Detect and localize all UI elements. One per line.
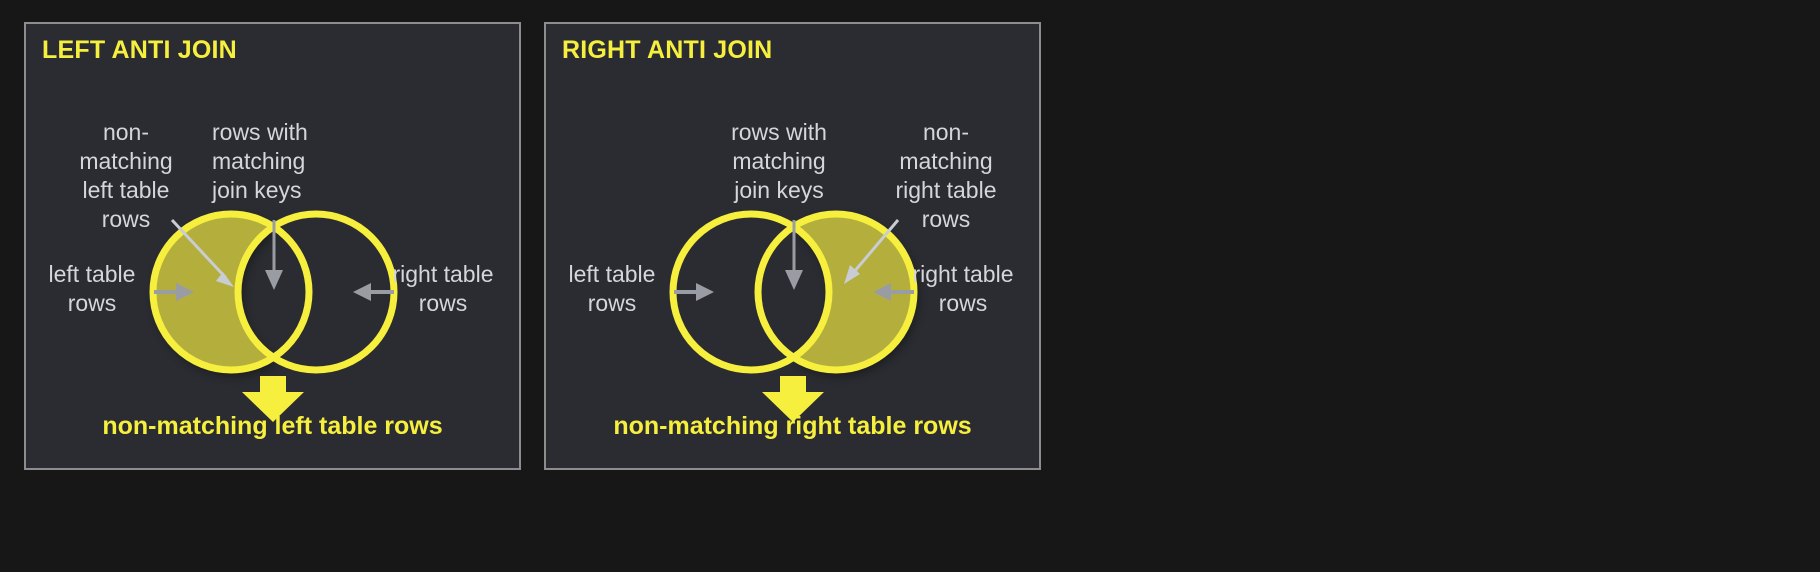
panel-caption: non-matching left table rows (102, 412, 443, 440)
label-right-table-rows: right table rows (392, 261, 494, 316)
panel-title: RIGHT ANTI JOIN (562, 36, 773, 64)
arrow-left-table (154, 283, 194, 301)
left-table-circle (669, 210, 833, 374)
left-table-circle (149, 210, 313, 374)
label-left-table-rows: left table rows (48, 261, 136, 316)
panel-right-anti-join: RIGHT ANTI JOIN (544, 22, 1041, 470)
panel-left-anti-join: LEFT ANTI JOIN (24, 22, 521, 470)
arrow-left-table (674, 283, 714, 301)
right-table-circle (234, 210, 398, 374)
leader-matching-keys (265, 220, 283, 290)
label-non-matching-right-rows: non- matching right table rows (895, 119, 997, 232)
panel-title: LEFT ANTI JOIN (42, 36, 237, 64)
label-right-table-rows: right table rows (912, 261, 1014, 316)
right-table-circle (754, 210, 918, 374)
label-non-matching-left-rows: non- matching left table rows (79, 119, 173, 232)
leader-matching-keys (785, 220, 803, 290)
venn-diagram-left (136, 204, 398, 422)
panel-caption: non-matching right table rows (613, 412, 972, 440)
label-left-table-rows: left table rows (568, 261, 656, 316)
venn-diagram-right (669, 204, 931, 422)
label-matching-join-keys: rows with matching join keys (731, 119, 827, 203)
label-matching-join-keys: rows with matching join keys (212, 119, 308, 203)
